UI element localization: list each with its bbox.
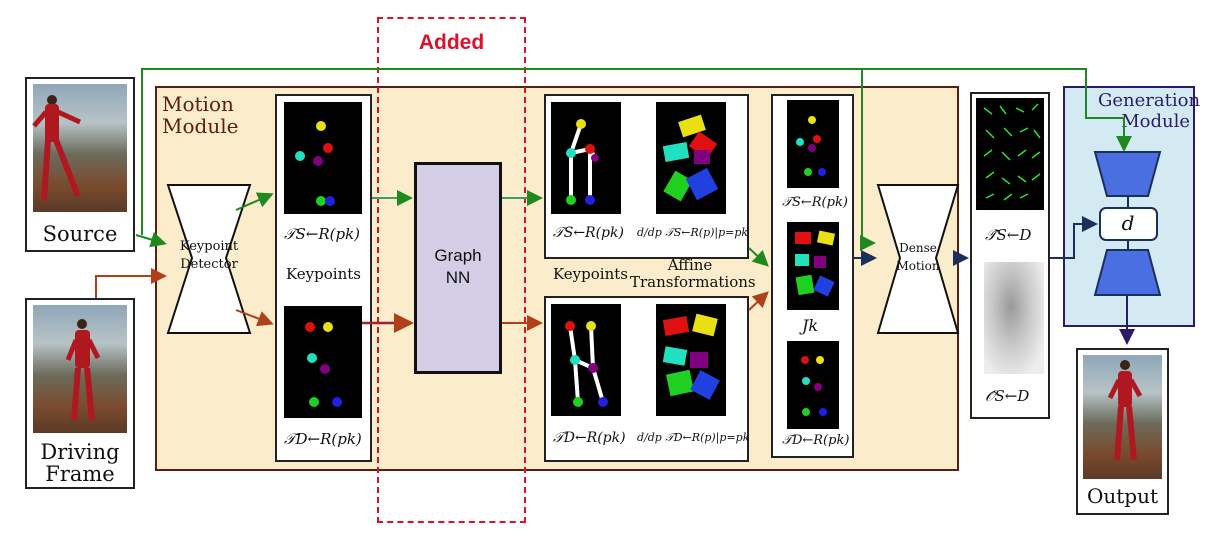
skeleton-source-graph [569, 123, 597, 200]
dense-motion-line2: Motion [896, 259, 939, 273]
jk-source-dots [796, 116, 826, 176]
keypoints-label-right: Keypoints [553, 265, 628, 283]
t-s-r-right: 𝒯S←R(pk) [553, 225, 624, 241]
driving-person-silhouette [65, 319, 101, 421]
motion-module-line2: Module [162, 114, 239, 138]
driving-label-line2: Frame [45, 462, 115, 486]
skeleton-source-image [551, 102, 621, 214]
driving-frame-image: Driving Frame [25, 298, 135, 489]
driving-to-detector-arrow [95, 268, 167, 298]
added-label: Added [418, 31, 485, 54]
encoder-trapezoid [1093, 151, 1162, 197]
graph-nn-line2: NN [445, 268, 471, 287]
keypoint-detector-shape [166, 184, 252, 334]
t-d-r-left: 𝒯D←R(pk) [284, 430, 362, 448]
t-d-r-right: 𝒯D←R(pk) [553, 430, 626, 446]
generation-module-line2: Module [1121, 111, 1190, 132]
keypoint-detector-line2: Detector [180, 257, 238, 272]
source-top-line [141, 68, 1132, 235]
skeleton-driving-dots [565, 321, 608, 407]
skeleton-driving-image [551, 304, 621, 416]
affine-driving-grids [662, 313, 720, 400]
skeleton-source-dots [566, 119, 599, 205]
jk-source-keypoints [787, 100, 839, 188]
flow-field-arrows [983, 103, 1041, 201]
driving-label-line1: Driving [40, 440, 120, 464]
source-label: Source [42, 222, 118, 246]
decoder-trapezoid [1093, 249, 1162, 296]
jk-driving-keypoints [787, 341, 839, 429]
dense-motion-line1: Dense [899, 241, 937, 255]
source-person-silhouette [32, 95, 82, 201]
output-label: Output [1086, 484, 1159, 508]
deriv-driving: d/dp 𝒯D←R(p)|p=pk [637, 431, 750, 444]
dense-motion-shape [876, 184, 960, 334]
occlusion-map-image [984, 262, 1044, 374]
motion-module-title: Motion Module [162, 93, 238, 137]
affine-line1: Affine [667, 256, 713, 274]
source-panel-to-jk-arrow [748, 247, 769, 267]
detector-to-kp-source-arrow [235, 192, 274, 211]
affine-source-grids [662, 114, 719, 202]
jk-t-d-r: 𝒯D←R(pk) [782, 433, 850, 448]
t-s-r-left: 𝒯S←R(pk) [284, 225, 361, 243]
o-hat-s-d: 𝒪̂S←D [985, 387, 1030, 405]
keypoints-source-dots [295, 121, 335, 206]
graph-nn-label: Graph NN [417, 245, 499, 289]
motion-module-line1: Motion [162, 92, 234, 116]
jk-affine-grids [795, 230, 836, 297]
generation-module-line1: Generation [1098, 90, 1201, 111]
keypoints-label-left: Keypoints [286, 265, 361, 283]
source-to-detector-arrow [135, 231, 167, 248]
keypoints-driving-image [284, 306, 362, 418]
source-to-dense-line [860, 69, 876, 251]
driving-panel-to-jk-arrow [748, 291, 769, 311]
driving-label: Driving Frame [27, 441, 133, 485]
jk-driving-dots [801, 356, 827, 416]
output-person-silhouette [1107, 360, 1143, 461]
jk-label: Jk [802, 316, 819, 335]
deriv-source: d/dp 𝒯S←R(p)|p=pk [637, 226, 749, 239]
affine-line2: Transformations [630, 273, 756, 291]
flow-to-d-arrow [1050, 216, 1098, 259]
t-hat-s-d: 𝒯̂S←D [985, 226, 1032, 244]
jk-t-s-r: 𝒯S←R(pk) [782, 195, 848, 210]
detector-to-kp-driving-arrow [235, 309, 274, 327]
generation-module-title: Generation Module [1098, 90, 1201, 132]
added-highlight-box [377, 17, 526, 523]
d-label: d [1122, 211, 1135, 235]
graph-nn-block: Graph NN [414, 162, 502, 374]
keypoint-detector-line1: Keypoint [180, 239, 239, 254]
affine-label: Affine Transformations [630, 256, 756, 291]
graph-nn-line1: Graph [434, 246, 482, 265]
keypoints-driving-dots [305, 322, 342, 407]
